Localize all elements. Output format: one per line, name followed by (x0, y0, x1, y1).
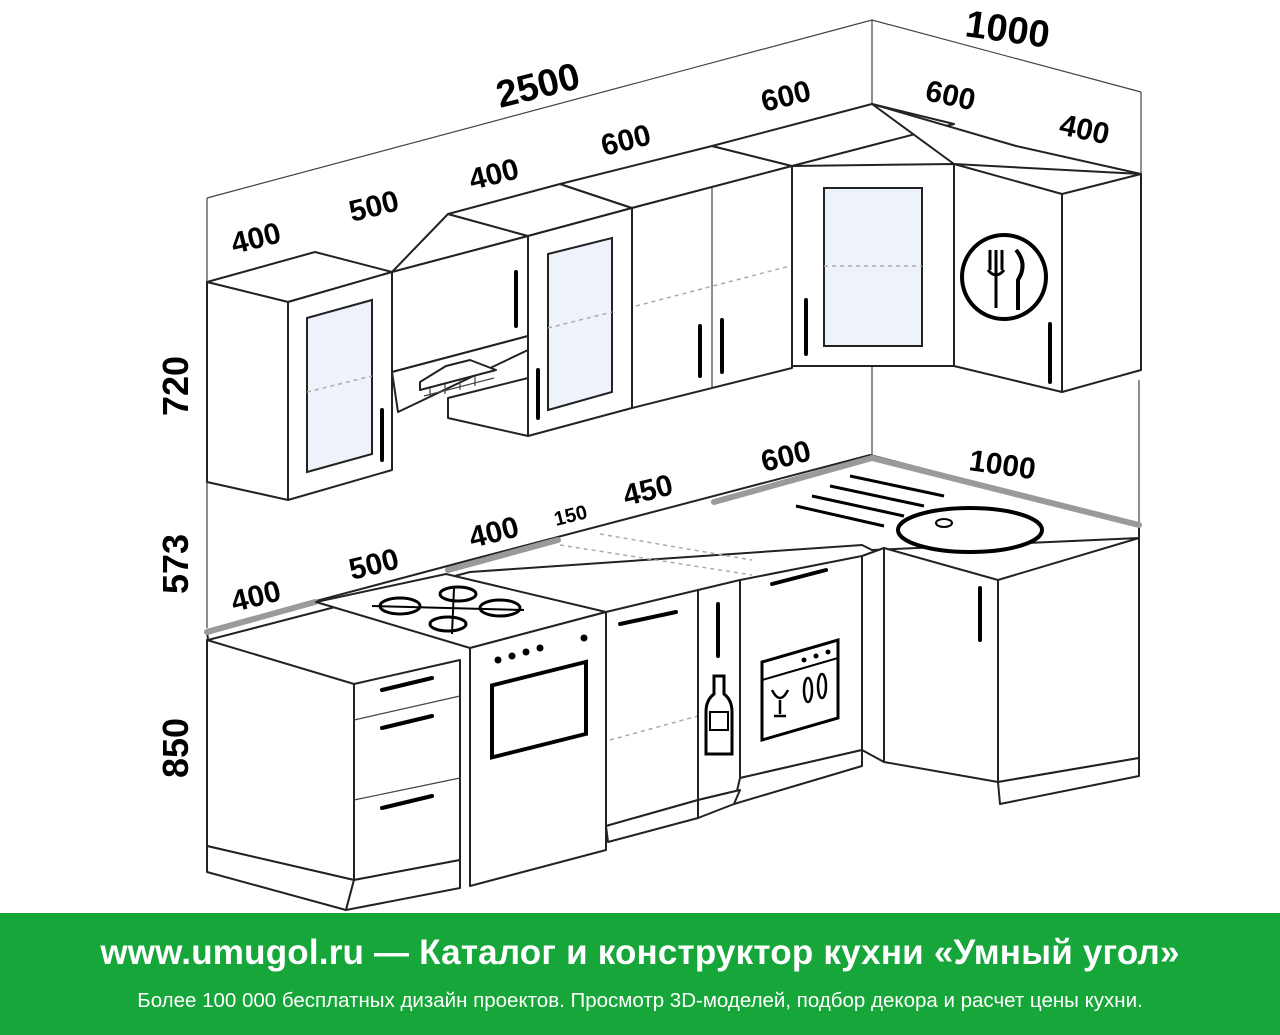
cutlery-icon (960, 233, 1048, 321)
footer-banner: www.umugol.ru — Каталог и конструктор ку… (0, 913, 1280, 1035)
kitchen-diagram: 2500 1000 400 500 400 600 600 600 400 40… (155, 3, 1142, 911)
bottle-icon (704, 674, 734, 756)
dim-height-base: 850 (155, 718, 196, 778)
dim-lower-4: 150 (552, 501, 590, 530)
footer-subtitle: Более 100 000 бесплатных дизайн проектов… (137, 989, 1143, 1012)
dim-upper-3: 400 (466, 153, 523, 197)
glass-door (306, 298, 373, 474)
range-hood-icon (419, 359, 497, 398)
dim-upper-4: 600 (598, 119, 655, 163)
base-cabinets (206, 537, 1140, 911)
dim-upper-7: 400 (1057, 109, 1113, 152)
upper-cabinets (206, 103, 1142, 501)
dim-height-gap: 573 (155, 534, 196, 594)
dim-height-upper: 720 (155, 356, 196, 416)
dim-lower-7: 1000 (967, 444, 1038, 486)
oven-icon (490, 634, 588, 760)
dim-side-1000: 1000 (963, 3, 1053, 56)
dim-upper-2: 500 (346, 185, 403, 229)
dim-upper-1: 400 (228, 217, 285, 261)
footer-title[interactable]: www.umugol.ru — Каталог и конструктор ку… (100, 933, 1180, 972)
dim-upper-5: 600 (758, 75, 815, 119)
sink-icon (795, 474, 1044, 554)
dim-upper-6: 600 (923, 75, 979, 118)
dim-lower-5: 450 (620, 469, 677, 513)
dim-total-2500: 2500 (492, 56, 584, 117)
countertop (204, 453, 1142, 649)
wall-outline (206, 19, 1142, 628)
dishwasher-icon (760, 638, 840, 742)
